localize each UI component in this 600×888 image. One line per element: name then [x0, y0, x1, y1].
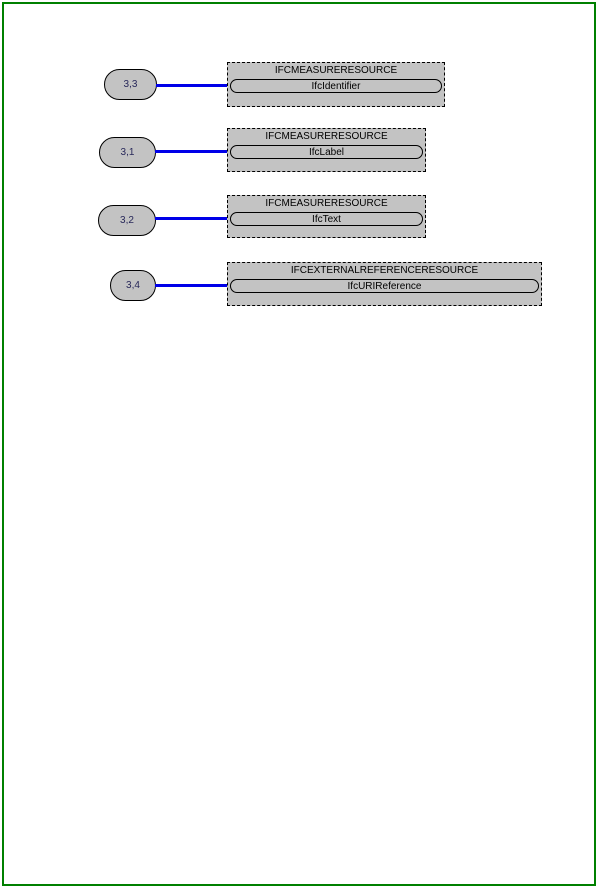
- page-ref-label: 3,3: [123, 79, 138, 90]
- type-name: IfcIdentifier: [311, 80, 361, 92]
- connector-line: [155, 217, 228, 220]
- type-box: IFCMEASURERESOURCE IfcText: [227, 195, 426, 238]
- type-pill: IfcURIReference: [230, 279, 539, 293]
- type-name: IfcLabel: [308, 146, 345, 158]
- schema-name: IFCMEASURERESOURCE: [265, 131, 388, 142]
- type-box: IFCEXTERNALREFERENCERESOURCE IfcURIRefer…: [227, 262, 542, 306]
- page-ref-oval: 3,3: [104, 69, 157, 100]
- connector-line: [155, 284, 228, 287]
- type-name: IfcText: [312, 213, 341, 225]
- type-pill: IfcLabel: [230, 145, 423, 159]
- type-box: IFCMEASURERESOURCE IfcIdentifier: [227, 62, 445, 107]
- page-ref-oval: 3,2: [98, 205, 156, 236]
- schema-name: IFCEXTERNALREFERENCERESOURCE: [290, 265, 479, 276]
- type-box: IFCMEASURERESOURCE IfcLabel: [227, 128, 426, 172]
- page-ref-label: 3,2: [120, 215, 134, 226]
- type-name: IfcURIReference: [347, 280, 422, 292]
- page-ref-oval: 3,4: [110, 270, 156, 301]
- page-ref-label: 3,1: [120, 147, 135, 158]
- schema-name: IFCMEASURERESOURCE: [274, 65, 398, 76]
- page-ref-label: 3,4: [126, 280, 140, 291]
- type-pill: IfcText: [230, 212, 423, 226]
- schema-name: IFCMEASURERESOURCE: [265, 198, 388, 209]
- connector-line: [155, 150, 228, 153]
- page-ref-oval: 3,1: [99, 137, 156, 168]
- type-pill: IfcIdentifier: [230, 79, 442, 93]
- connector-line: [156, 84, 228, 87]
